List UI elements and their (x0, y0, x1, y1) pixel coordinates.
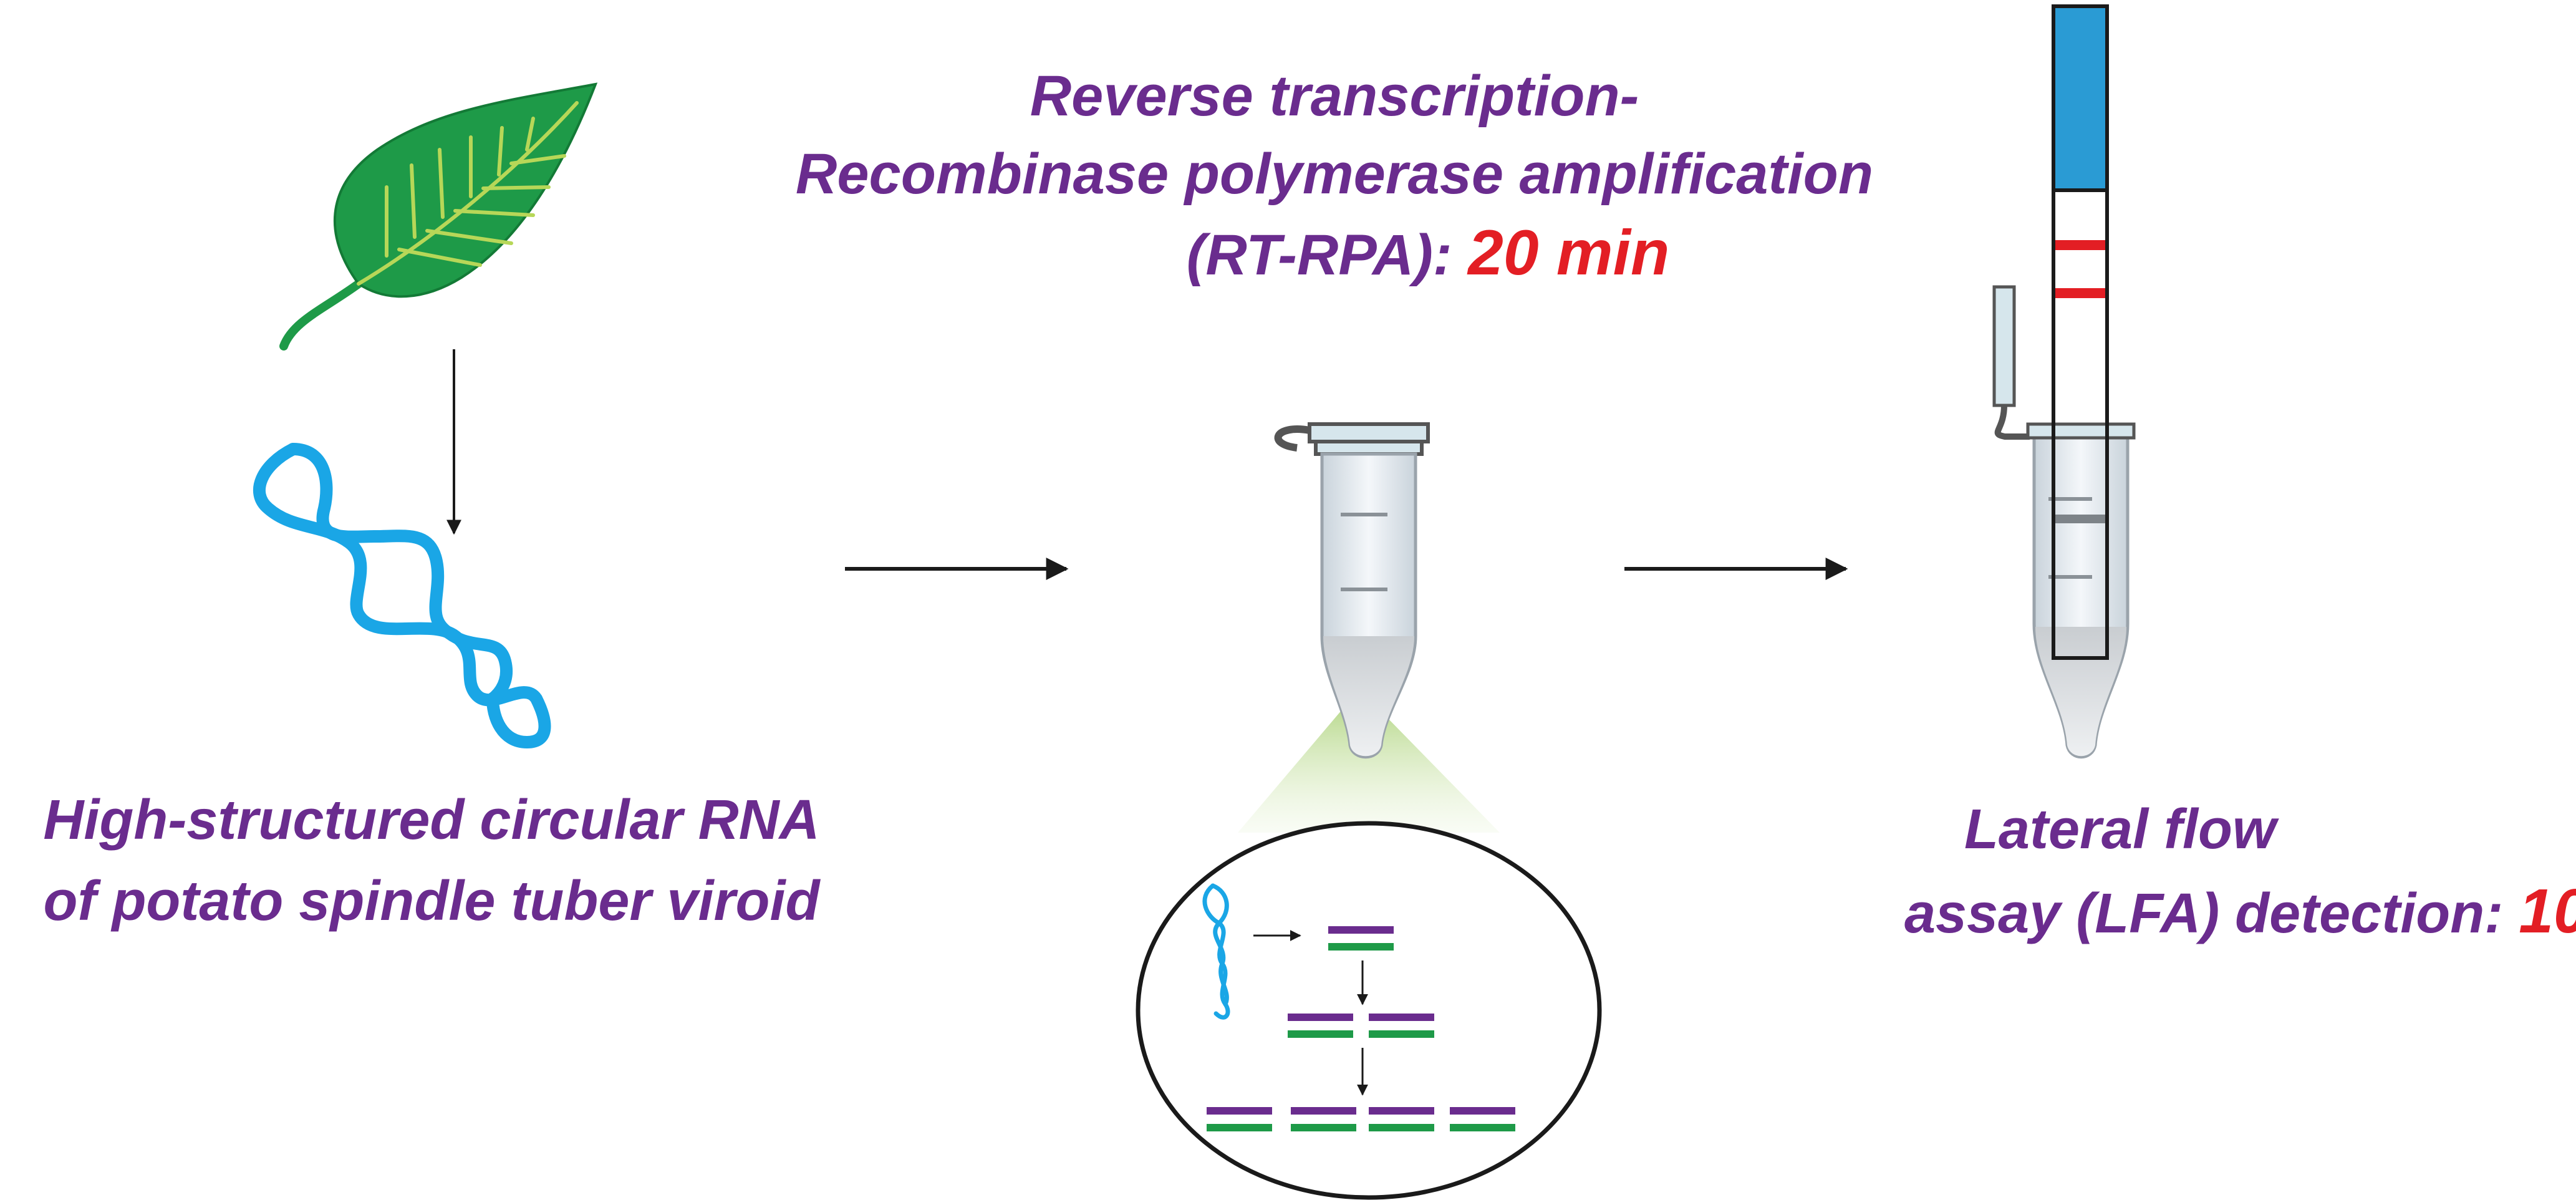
method-title-line2: Recombinase polymerase amplification (796, 142, 1873, 206)
lfa-label-line2: assay (LFA) detection: 10 min (1904, 876, 2576, 946)
amplicon-strand (1207, 1107, 1272, 1115)
lfa-time: 10 min (2519, 876, 2576, 946)
amplicon-strand (1291, 1124, 1356, 1131)
amplicon-strand (1450, 1107, 1515, 1115)
lfa-label-line1: Lateral flow (1964, 798, 2279, 861)
amplicon-strand (1369, 1014, 1434, 1021)
circular-rna-icon (253, 443, 551, 748)
rpa-tube-icon (1238, 422, 1500, 833)
rpa-time: 20 min (1467, 217, 1669, 288)
test-line (2055, 288, 2105, 298)
amplicon-strand (1369, 1030, 1434, 1038)
amplicon-strand (1291, 1107, 1356, 1115)
magnification-cone (1238, 689, 1500, 833)
method-title-line3: (RT-RPA): 20 min (1187, 217, 1670, 288)
leaf-icon (279, 82, 598, 351)
amplicon-strand (1288, 1014, 1353, 1021)
amplicon-strand (1328, 926, 1394, 934)
mini-rna-icon (1202, 883, 1230, 1020)
method-title-prefix: (RT-RPA): (1187, 223, 1468, 287)
amplicon-strand (1450, 1124, 1515, 1131)
amplification-zoom-circle (1136, 821, 1602, 1200)
lfa-label-prefix: assay (LFA) detection: (1904, 883, 2519, 945)
control-line (2055, 240, 2105, 250)
lateral-flow-strip-icon (1992, 4, 2136, 759)
amplicon-strand (1369, 1124, 1434, 1131)
amplicon-strand (1328, 943, 1394, 951)
amplicon-strand (1288, 1030, 1353, 1038)
strip-absorbent-pad (2055, 8, 2105, 189)
amplicon-strand (1207, 1124, 1272, 1131)
method-title-line1: Reverse transcription- (1030, 64, 1639, 128)
amplicon-strand (1369, 1107, 1434, 1115)
rna-label-line1: High-structured circular RNA (43, 789, 819, 851)
rna-label-line2: of potato spindle tuber viroid (44, 870, 821, 932)
